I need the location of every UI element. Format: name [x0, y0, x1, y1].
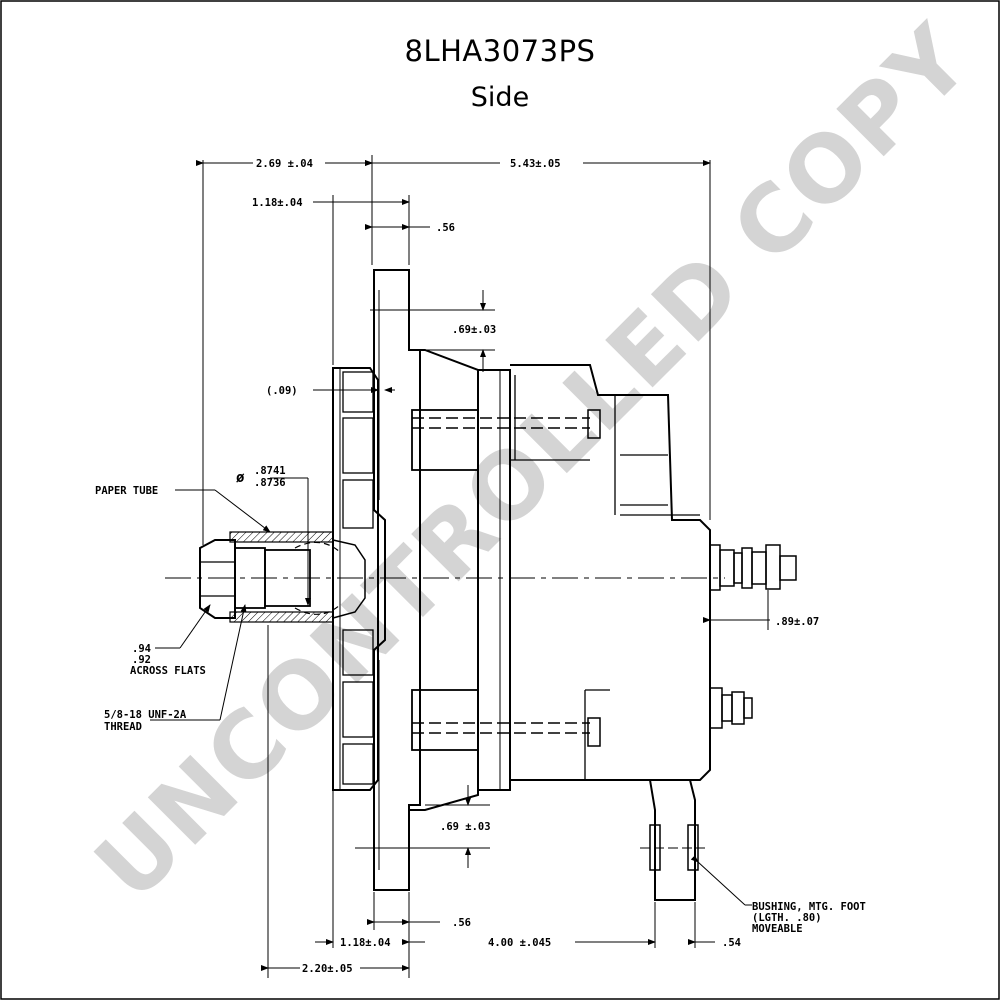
paper-tube-bottom	[229, 611, 334, 623]
dim-top-flange: 1.18±.04	[252, 197, 303, 209]
diameter-symbol: ø	[236, 470, 245, 486]
paper-tube-top	[229, 531, 334, 543]
shaft	[264, 549, 311, 607]
callout-across-flats-min: .92	[132, 654, 151, 666]
output-terminal	[709, 544, 797, 591]
dim-overall-body: 5.43±.05	[510, 158, 561, 170]
callout-across-flats-max: .94	[132, 643, 151, 655]
callout-across-flats: ACROSS FLATS	[130, 665, 206, 677]
dim-foot-width: .54	[722, 937, 741, 949]
dim-overall-front: 2.69 ±.04	[256, 158, 313, 170]
dim-bottom-flange-width: .56	[452, 917, 471, 929]
dim-top-ear-offset: .69±.03	[452, 324, 496, 336]
callout-bushing-line1: BUSHING, MTG. FOOT	[752, 901, 866, 913]
shaft-collar	[332, 539, 366, 619]
upper-bolt-boss	[411, 409, 479, 471]
leader-paper-tube	[214, 489, 271, 533]
rear-housing	[510, 364, 711, 781]
callout-thread: THREAD	[104, 721, 142, 733]
alternator-outline	[165, 269, 797, 901]
hidden-keyway-bottom	[294, 604, 341, 615]
dim-rear-terminal: .89±.07	[775, 616, 819, 628]
hidden-keyway-top	[294, 541, 341, 553]
lower-bolt-boss	[411, 689, 479, 751]
shaft-nut	[199, 539, 236, 619]
callout-thread-spec: 5/8-18 UNF-2A	[104, 709, 187, 721]
dim-shaft-dia-max: .8741	[254, 465, 286, 477]
callout-paper-tube: PAPER TUBE	[95, 485, 158, 497]
dimension-labels: 2.69 ±.04 5.43±.05 1.18±.04 .56 .69±.03 …	[95, 158, 866, 975]
leader-across-flats	[179, 604, 211, 649]
uncontrolled-copy-watermark: UNCONTROLLED COPY	[75, 4, 991, 920]
drawing-title: 8LHA3073PS	[404, 34, 596, 68]
dim-bottom-flange: 1.18±.04	[340, 937, 391, 949]
callout-bushing-line2: (LGTH. .80)	[752, 912, 822, 924]
upper-bolt-nut	[587, 409, 601, 439]
mounting-foot	[610, 779, 696, 901]
front-housing	[409, 349, 479, 811]
stator-ring	[478, 369, 511, 791]
leader-thread	[219, 604, 247, 721]
leader-bushing	[690, 855, 746, 906]
dim-top-flange-width: .56	[436, 222, 455, 234]
auxiliary-terminal	[709, 687, 753, 729]
dim-bottom-ear-offset: .69 ±.03	[440, 821, 491, 833]
dimension-lines	[150, 155, 770, 978]
dim-shaft-dia-min: .8736	[254, 477, 286, 489]
dim-pulley-to-flange: 2.20±.05	[302, 963, 353, 975]
drawing-subtitle: Side	[470, 82, 530, 113]
dim-fan-gap: (.09)	[266, 385, 298, 397]
rear-housing-lower-detail	[584, 689, 610, 780]
lower-bolt-nut	[587, 717, 601, 747]
dim-foot-spacing: 4.00 ±.045	[488, 937, 551, 949]
callout-bushing-line3: MOVEABLE	[752, 923, 803, 935]
